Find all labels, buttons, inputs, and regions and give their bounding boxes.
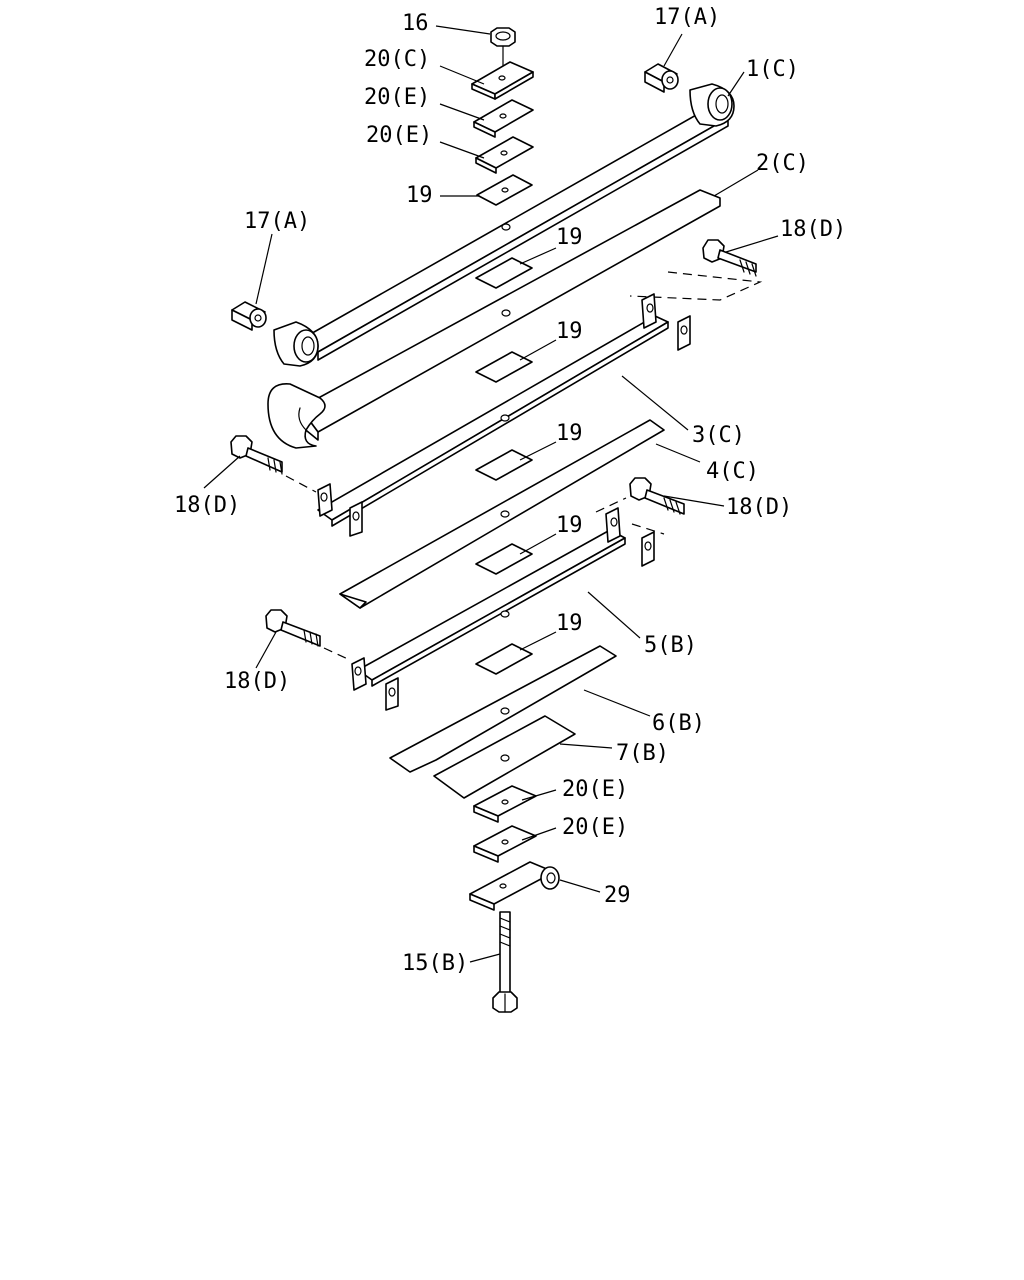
label-20e-upper-1: 20(E) <box>364 85 430 110</box>
label-17a-top: 17(A) <box>654 5 720 30</box>
label-18d-top: 18(D) <box>780 217 846 242</box>
label-19-c: 19 <box>556 421 583 446</box>
bushing-17a-top <box>644 63 679 93</box>
label-5b: 5(B) <box>644 633 697 658</box>
label-16: 16 <box>402 11 429 36</box>
label-20c: 20(C) <box>364 47 430 72</box>
label-15b: 15(B) <box>402 951 468 976</box>
bolt-18d-top <box>629 239 763 301</box>
label-18d-bottom: 18(D) <box>224 669 290 694</box>
bolt-18d-left <box>230 435 317 493</box>
label-4c: 4(C) <box>706 459 759 484</box>
label-18d-left: 18(D) <box>174 493 240 518</box>
leaf-2c <box>267 189 721 449</box>
label-19-top: 19 <box>406 183 433 208</box>
pad-19-d <box>475 543 533 575</box>
label-17a-left: 17(A) <box>244 209 310 234</box>
clip-band-3c <box>317 293 691 537</box>
label-2c: 2(C) <box>756 151 809 176</box>
plate-20e-lower-1 <box>473 785 537 823</box>
label-1c: 1(C) <box>746 57 799 82</box>
plate-20c <box>471 61 534 100</box>
bushing-17a-left <box>231 301 267 331</box>
leaf-7b <box>433 715 576 799</box>
plate-20e-upper-1 <box>473 99 534 138</box>
bolt-18d-right <box>595 477 685 535</box>
leader-lines <box>203 25 779 963</box>
plate-20e-lower-2 <box>473 825 537 863</box>
nut-16 <box>490 27 516 71</box>
pad-19-a <box>475 257 533 289</box>
plate-20e-upper-2 <box>475 136 534 174</box>
label-20e-lower-1: 20(E) <box>562 777 628 802</box>
pad-19-b <box>475 351 533 383</box>
label-7b: 7(B) <box>616 741 669 766</box>
label-19-e: 19 <box>556 611 583 636</box>
label-6b: 6(B) <box>652 711 705 736</box>
pad-19-c <box>475 449 533 481</box>
label-19-b: 19 <box>556 319 583 344</box>
leaf-1c <box>273 83 735 367</box>
label-3c: 3(C) <box>692 423 745 448</box>
leaf-6b <box>389 645 617 773</box>
label-19-d: 19 <box>556 513 583 538</box>
clip-band-5b <box>351 507 655 711</box>
label-18d-right: 18(D) <box>726 495 792 520</box>
label-20e-lower-2: 20(E) <box>562 815 628 840</box>
bolt-18d-bottom <box>265 609 351 661</box>
bolt-15b <box>492 911 518 1013</box>
pad-19-top <box>476 174 533 206</box>
pad-19-e <box>475 610 533 675</box>
part-labels: 16 17(A) 1(C) 20(C) 20(E) 20(E) 19 2(C) … <box>174 5 846 976</box>
seat-plate-29 <box>469 861 560 911</box>
label-19-a: 19 <box>556 225 583 250</box>
label-20e-upper-2: 20(E) <box>366 123 432 148</box>
label-29: 29 <box>604 883 631 908</box>
